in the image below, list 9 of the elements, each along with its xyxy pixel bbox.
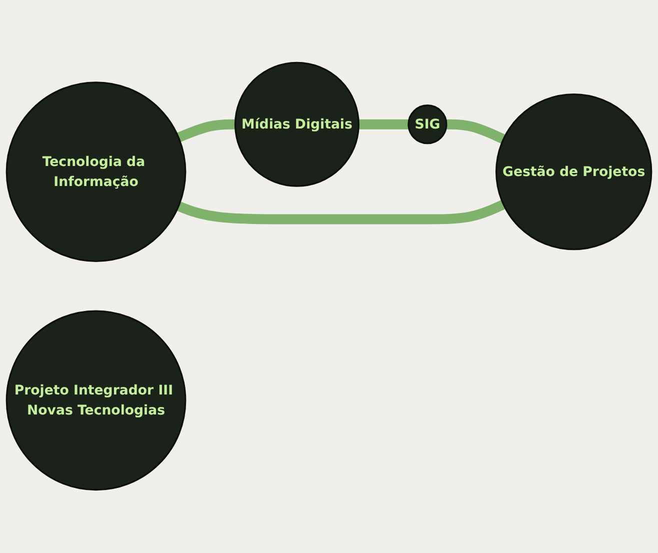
connector <box>176 120 236 142</box>
node-circle: Tecnologia da Informação <box>6 82 186 262</box>
node-circle: Projeto Integrador III Novas Tecnologias <box>6 310 186 491</box>
connector <box>446 120 506 144</box>
node-circle: SIG <box>408 104 448 144</box>
node-circle: Mídias Digitais <box>234 62 360 188</box>
node-circle: Gestão de Projetos <box>495 94 652 250</box>
connector <box>358 120 410 130</box>
connector <box>176 200 506 225</box>
